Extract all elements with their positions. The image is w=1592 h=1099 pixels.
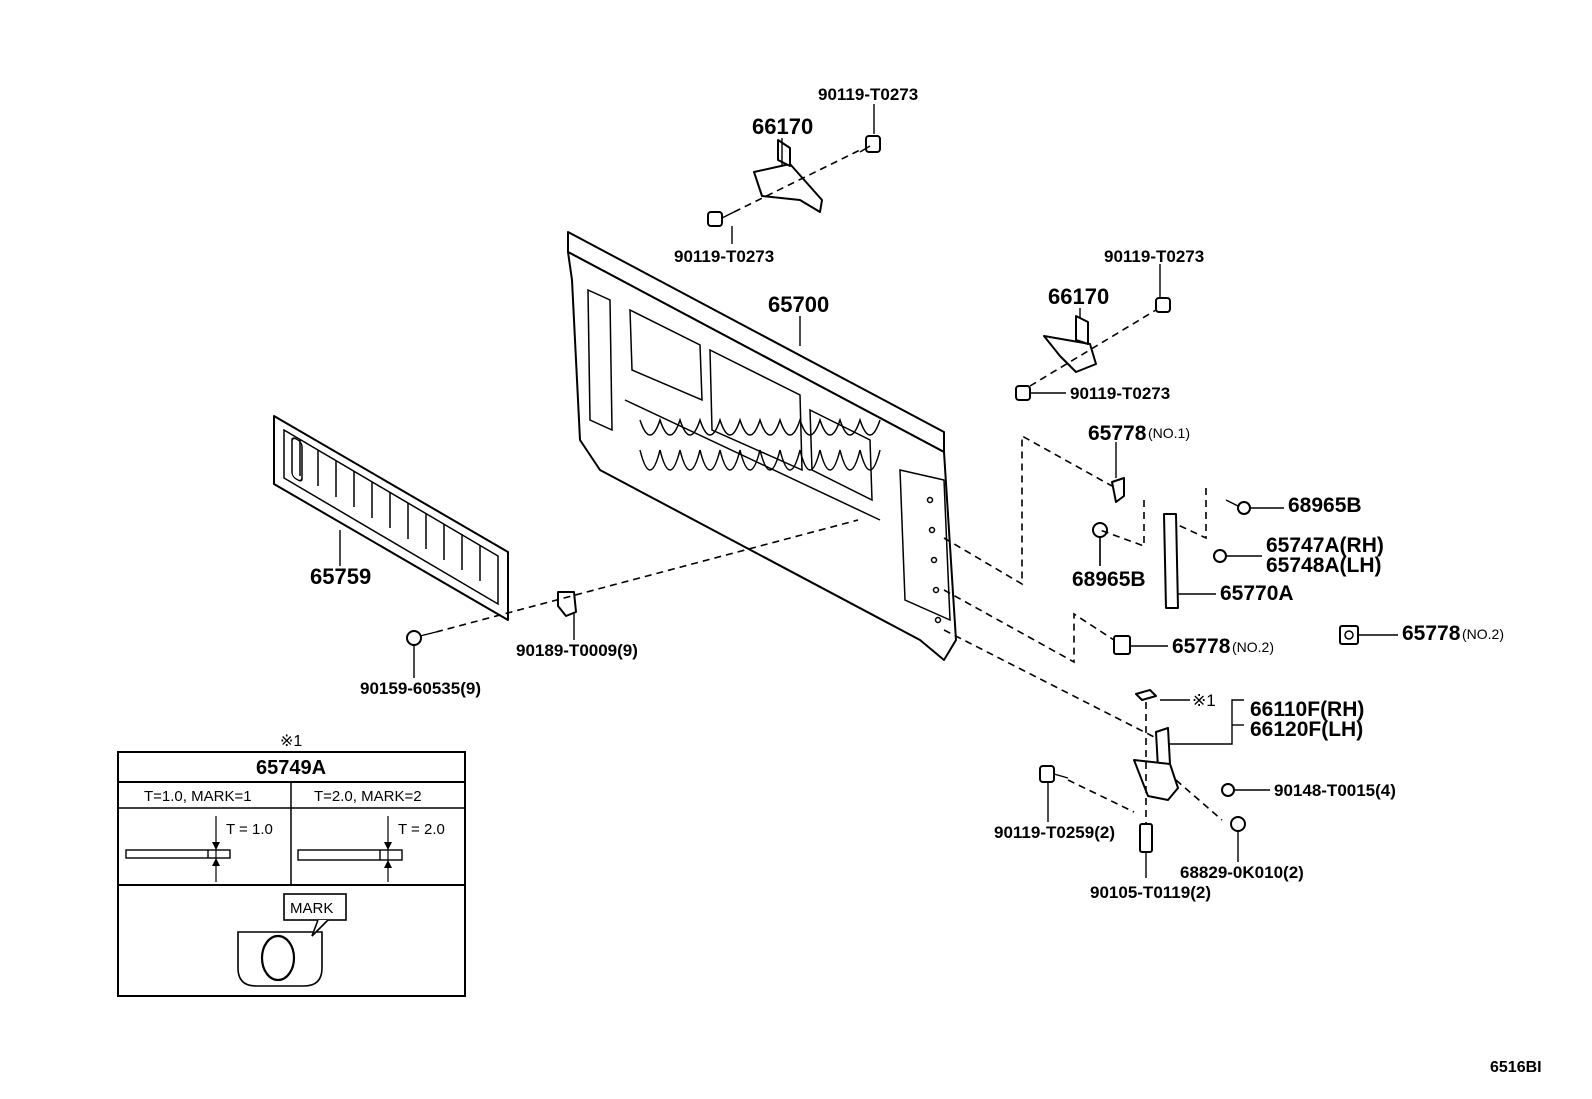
- hinge-bracket-66170-left[interactable]: [753, 139, 823, 213]
- screw-68965b-right[interactable]: [1225, 499, 1251, 515]
- bolt-90119-t0259[interactable]: [1039, 765, 1069, 783]
- label-rod: 65770A: [1220, 582, 1294, 605]
- label-clip: 90189-T0009(9): [516, 641, 638, 660]
- label-panel: 65700: [768, 292, 829, 317]
- bolt-90105-t0119[interactable]: [1139, 823, 1153, 853]
- inset-col2-dim: T = 2.0: [398, 821, 445, 838]
- inset-col2-header: T=2.0, MARK=2: [314, 788, 422, 805]
- label-hinge-rh: 66110F(RH): [1250, 698, 1364, 721]
- label-bolt-top-upper: 90119-T0273: [818, 85, 918, 104]
- label-stopper-no2-b-suffix: (NO.2): [1462, 626, 1504, 642]
- cover-panel-65759[interactable]: [273, 415, 509, 621]
- leader-lines: [339, 104, 1398, 878]
- label-bolt-right-upper: 90119-T0273: [1104, 247, 1204, 266]
- label-screw-68965b-right: 68965B: [1288, 494, 1362, 517]
- stopper-65778-no1[interactable]: [1111, 477, 1125, 503]
- label-stopper-no2-b: 65778: [1402, 622, 1461, 645]
- bolt-90119-t0273-top-upper[interactable]: [859, 135, 881, 153]
- label-nut-68829: 68829-0K010(2): [1180, 863, 1304, 882]
- label-stopper-no2-a: 65778: [1172, 635, 1231, 658]
- diagram-code: 6516BI: [1490, 1059, 1542, 1076]
- bolt-90119-t0273-top-lower[interactable]: [707, 211, 735, 227]
- label-stopper-no1-suffix: (NO.1): [1148, 425, 1190, 441]
- inset-note-mark: ※1: [280, 733, 302, 750]
- label-hinge-left: 66170: [752, 114, 813, 139]
- label-bolt-90105: 90105-T0119(2): [1090, 883, 1211, 902]
- striker-65747a-65748a[interactable]: [1213, 549, 1227, 563]
- label-bolt-top-lower: 90119-T0273: [674, 247, 774, 266]
- inset-mark-label: MARK: [290, 900, 333, 917]
- shim-65749a[interactable]: [1135, 689, 1157, 701]
- shim-mark-shape: [237, 931, 323, 987]
- label-cover: 65759: [310, 564, 371, 589]
- stopper-65778-no2-b[interactable]: [1339, 625, 1359, 645]
- stopper-65778-no2-a[interactable]: [1113, 635, 1131, 655]
- rod-65770a[interactable]: [1163, 513, 1179, 609]
- inset-part-no: 65749A: [256, 757, 326, 779]
- clip-90189-t0009[interactable]: [557, 591, 577, 617]
- label-hinge-right: 66170: [1048, 284, 1109, 309]
- shim-inset-table: ※1 65749A T=1.0, MARK=1 T=2.0, MARK=2 T …: [117, 733, 466, 997]
- label-striker-rh: 65747A(RH): [1266, 534, 1384, 557]
- tailgate-panel-65700[interactable]: [567, 231, 957, 661]
- inset-col1-header: T=1.0, MARK=1: [144, 788, 252, 805]
- hinge-66110f-66120f[interactable]: [1133, 727, 1179, 801]
- label-stopper-no2-a-suffix: (NO.2): [1232, 639, 1274, 655]
- bolt-90119-t0273-right-lower[interactable]: [1015, 385, 1031, 401]
- label-bolt-right-lower: 90119-T0273: [1070, 384, 1170, 403]
- label-bolt-90148: 90148-T0015(4): [1274, 781, 1396, 800]
- label-stopper-no1: 65778: [1088, 422, 1147, 445]
- label-screw: 90159-60535(9): [360, 679, 481, 698]
- label-hinge-lh: 66120F(LH): [1250, 718, 1363, 741]
- bolt-90119-t0273-right-upper[interactable]: [1155, 297, 1171, 313]
- label-screw-68965b-left: 68965B: [1072, 568, 1146, 591]
- label-striker-lh: 65748A(LH): [1266, 554, 1382, 577]
- inset-col1-dim: T = 1.0: [226, 821, 273, 838]
- nut-68829-0k010[interactable]: [1230, 816, 1246, 832]
- screw-90159-60535[interactable]: [406, 630, 437, 646]
- bolt-90148-t0015[interactable]: [1221, 783, 1235, 797]
- label-shim-mark: ※1: [1192, 691, 1216, 710]
- hinge-bracket-66170-right[interactable]: [1043, 315, 1097, 373]
- label-bolt-90119-t0259: 90119-T0259(2): [994, 823, 1115, 842]
